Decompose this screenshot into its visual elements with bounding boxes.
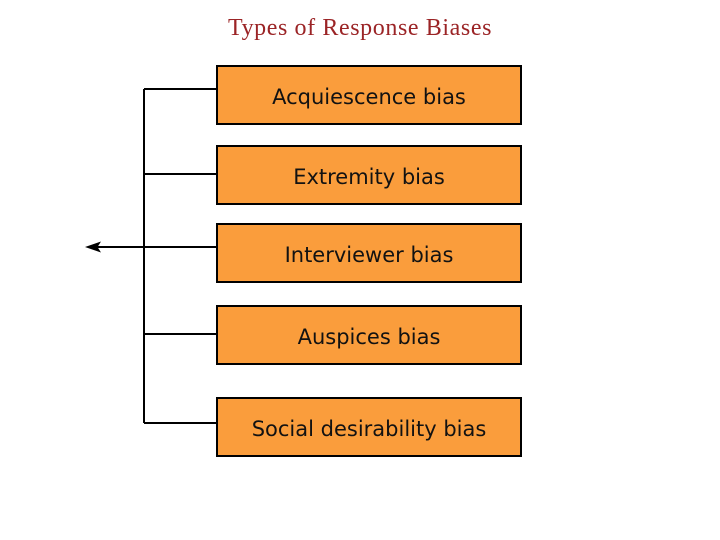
- bias-box-label: Acquiescence bias: [272, 85, 466, 109]
- bias-box-social-desirability: Social desirability bias: [216, 397, 522, 457]
- slide-title: Types of Response Biases: [227, 15, 493, 41]
- bias-box-label: Interviewer bias: [284, 243, 454, 267]
- bias-box-label: Extremity bias: [293, 165, 445, 189]
- left-arrowhead-icon: [85, 241, 101, 253]
- bias-box-label: Social desirability bias: [251, 417, 487, 441]
- bias-box-auspices: Auspices bias: [216, 305, 522, 365]
- bias-box-interviewer: Interviewer bias: [216, 223, 522, 283]
- bias-box-extremity: Extremity bias: [216, 145, 522, 205]
- bias-box-acquiescence: Acquiescence bias: [216, 65, 522, 125]
- bias-box-label: Auspices bias: [297, 325, 441, 349]
